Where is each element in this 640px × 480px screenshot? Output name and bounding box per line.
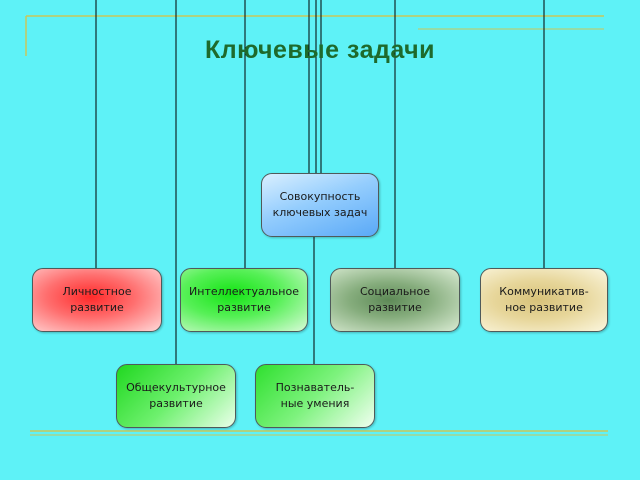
task-node-label: Общекультурное развитие <box>126 381 226 410</box>
task-node-communicative: Коммуникатив- ное развитие <box>480 268 608 332</box>
task-node-label: Интеллектуальное развитие <box>189 285 299 314</box>
task-node-intellectual: Интеллектуальное развитие <box>180 268 308 332</box>
task-node-social: Социальное развитие <box>330 268 460 332</box>
task-node-cultural: Общекультурное развитие <box>116 364 236 428</box>
task-node-personal: Личностное развитие <box>32 268 162 332</box>
task-node-label: Коммуникатив- ное развитие <box>499 285 589 314</box>
task-node-cognitive: Познаватель- ные умения <box>255 364 375 428</box>
root-node: Совокупность ключевых задач <box>261 173 379 237</box>
root-node-label: Совокупность ключевых задач <box>272 190 368 219</box>
task-node-label: Познаватель- ные умения <box>275 381 355 410</box>
task-node-label: Социальное развитие <box>360 285 430 314</box>
page-title: Ключевые задачи <box>204 36 436 64</box>
task-node-label: Личностное развитие <box>62 285 132 314</box>
